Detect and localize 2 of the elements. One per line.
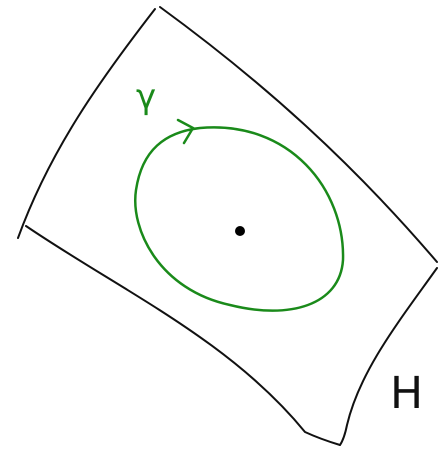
surface-label: H	[390, 372, 424, 416]
curve-label: γ	[136, 80, 156, 114]
